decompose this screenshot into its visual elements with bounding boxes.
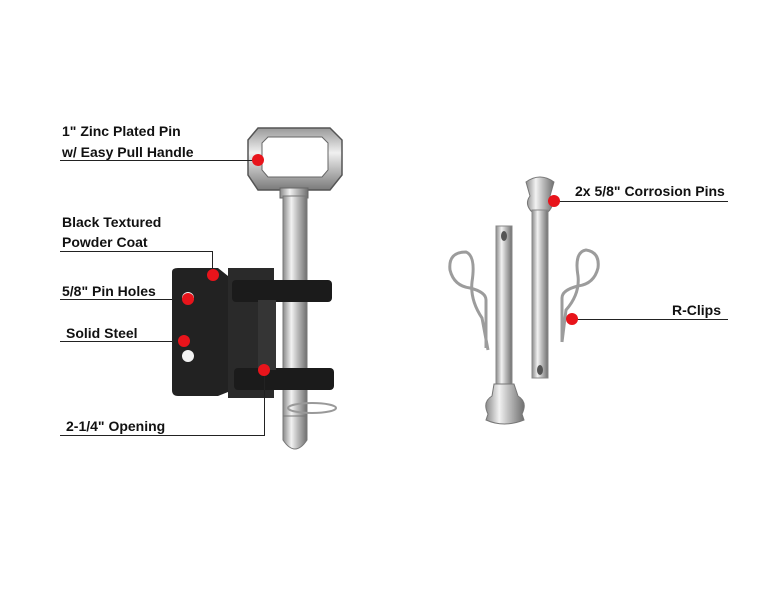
label-coat-line1: Black Textured xyxy=(62,214,162,230)
leader-rclips xyxy=(572,319,728,320)
leader-holes xyxy=(60,299,188,300)
marker-corrosion xyxy=(548,195,560,207)
leader-coat-drop xyxy=(212,251,213,274)
label-holes: 5/8" Pin Holes xyxy=(62,283,156,299)
receiver-bracket xyxy=(172,268,334,398)
label-pin-line1: 1" Zinc Plated Pin xyxy=(62,123,181,139)
label-coat-line2: Powder Coat xyxy=(62,234,148,250)
label-pin-line2: w/ Easy Pull Handle xyxy=(62,144,194,160)
marker-opening xyxy=(258,364,270,376)
leader-coat xyxy=(60,251,212,252)
corrosion-pin-tall xyxy=(525,176,555,379)
leader-pin xyxy=(60,160,258,161)
leader-steel xyxy=(60,341,188,342)
r-clip-right xyxy=(560,248,600,343)
label-rclips: R-Clips xyxy=(672,302,721,318)
label-opening: 2-1/4" Opening xyxy=(66,418,166,434)
label-corrosion: 2x 5/8" Corrosion Pins xyxy=(575,183,725,199)
marker-holes xyxy=(182,293,194,305)
r-clip-left xyxy=(448,250,490,351)
marker-pin xyxy=(252,154,264,166)
marker-steel xyxy=(178,335,190,347)
leader-opening xyxy=(60,435,265,436)
label-steel: Solid Steel xyxy=(66,325,138,341)
leader-corrosion xyxy=(553,201,728,202)
corrosion-pin-short xyxy=(485,225,525,425)
leader-opening-rise xyxy=(264,370,265,436)
marker-rclips xyxy=(566,313,578,325)
marker-coat xyxy=(207,269,219,281)
